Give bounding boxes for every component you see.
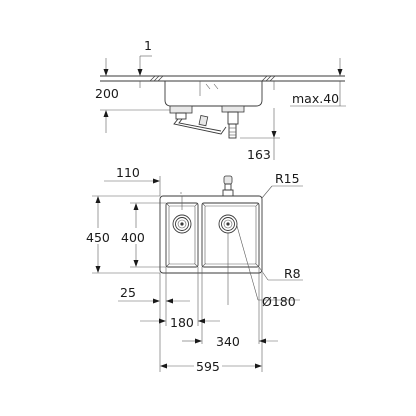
drain-left	[169, 105, 193, 114]
waste-pipe	[173, 118, 227, 135]
drain-right	[221, 105, 245, 113]
sink-side-profile	[164, 81, 263, 107]
dim-drain-offset: 163	[247, 147, 271, 162]
dim-outer-depth: 450	[86, 230, 110, 245]
large-bowl	[201, 202, 260, 268]
dim-small-bowl-width: 180	[170, 315, 194, 330]
dim-rim-margin: 25	[120, 285, 136, 300]
dim-corner-radius-bottom: R8	[284, 266, 301, 281]
dim-inner-depth: 400	[121, 230, 145, 245]
dim-corner-radius-top: R15	[275, 171, 300, 186]
sink-outer-rim	[159, 195, 263, 274]
dim-total-width: 595	[196, 359, 220, 374]
dim-small-bowl-offset: 110	[116, 165, 140, 180]
large-bowl-drain	[218, 214, 238, 234]
counter-hatch-right	[261, 75, 276, 82]
dim-top-offset: 1	[144, 38, 152, 53]
small-bowl-drain	[172, 214, 192, 234]
small-bowl	[165, 202, 199, 268]
top-view: 110 R15 450 400 R8 25 Ø18	[86, 165, 303, 374]
dim-drain-diameter: Ø180	[262, 294, 296, 309]
counter-hatch-left	[149, 75, 164, 82]
dim-large-bowl-width: 340	[216, 334, 240, 349]
dim-max-depth: max.40	[292, 91, 339, 106]
overflow-fitting	[222, 175, 234, 197]
side-view: 1 200 max.40 163	[95, 38, 346, 162]
dim-depth: 200	[95, 86, 119, 101]
outlet-pipe	[228, 123, 237, 139]
